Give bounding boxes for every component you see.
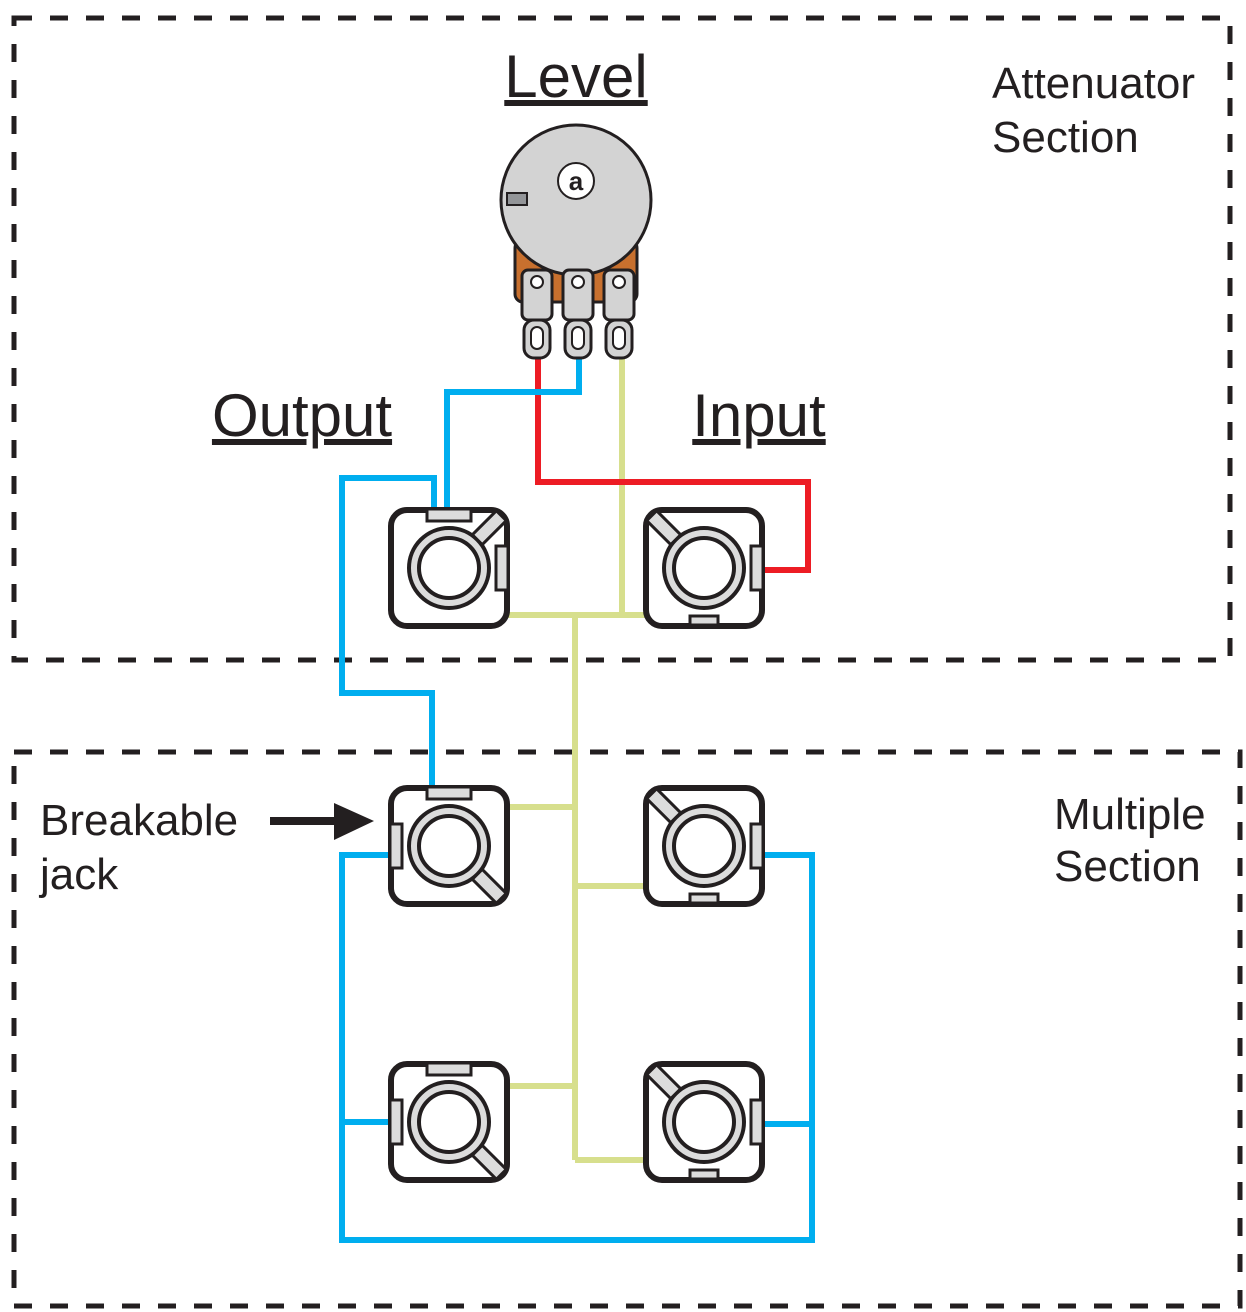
level-label: Level [504,43,647,110]
output-jack [391,509,508,626]
level-potentiometer: a [499,123,653,360]
pot-lug-2 [561,268,595,360]
attenuator-section-label-line2: Section [992,113,1139,162]
multiple-section-label-line1: Multiple [1054,790,1206,839]
signal-input-wire [535,340,811,573]
input-label: Input [692,382,826,449]
attenuator-section-border [11,15,1233,663]
output-label: Output [212,382,392,449]
multiple-jack-bottom-left [390,1063,507,1180]
pot-badge-label: a [569,166,584,196]
breakable-jack-label-line2: jack [38,850,119,899]
pot-lug-1 [520,268,554,360]
multiple-jack-top-right [646,788,763,904]
multiple-section-label-line2: Section [1054,842,1201,891]
breakable-jack [390,787,507,904]
pot-badge-icon [557,162,595,200]
breakable-jack-label-line1: Breakable [40,796,238,845]
multiple-jack-bottom-right [646,1064,763,1180]
input-jack [646,510,763,626]
attenuator-section-label-line1: Attenuator [992,59,1195,108]
breakable-arrow-icon [270,803,374,840]
pot-lug-3 [602,268,636,360]
multiple-section-border [11,749,1243,1309]
